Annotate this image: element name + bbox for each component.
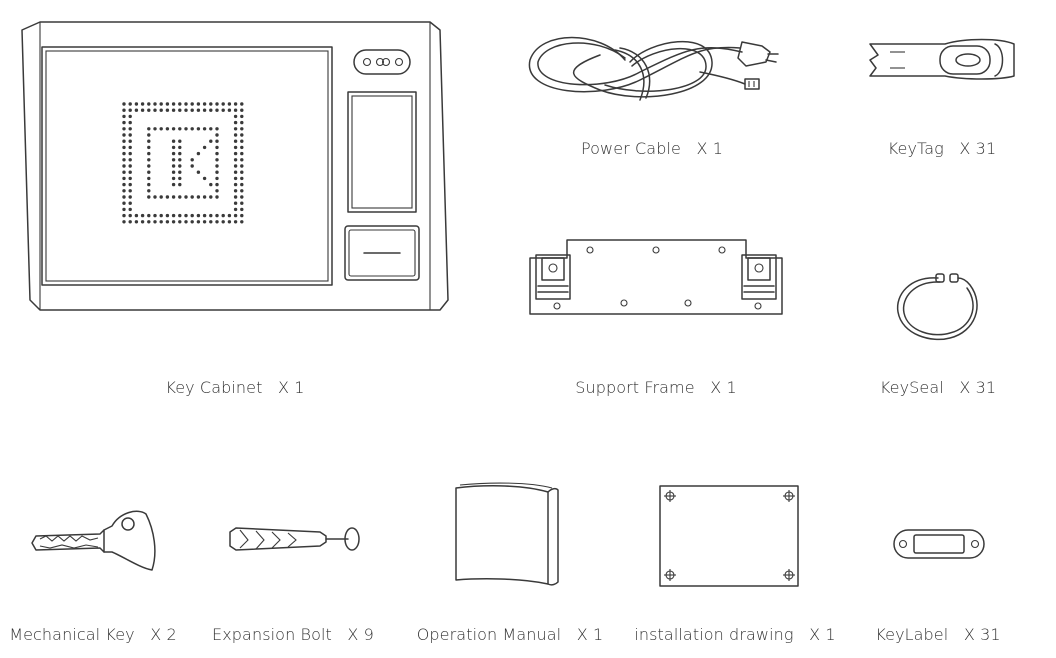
power-cable-label: Power Cable X 1: [580, 139, 724, 158]
keytag-label: KeyTag X 31: [887, 139, 997, 158]
mechanical-key-label: Mechanical Key X 2: [9, 625, 177, 644]
support-frame-label: Support Frame X 1: [575, 378, 737, 397]
installation-drawing-label: installation drawing X 1: [634, 625, 836, 644]
logo-dot-pattern: [122, 102, 244, 224]
operation-manual-label: Operation Manual X 1: [416, 625, 604, 644]
expansion-bolt-label: Expansion Bolt X 9: [212, 625, 374, 644]
key-cabinet-label: Key Cabinet X 1: [165, 378, 305, 397]
keylabel-label: KeyLabel X 31: [875, 625, 1001, 644]
keyseal-label: KeySeal X 31: [879, 378, 997, 397]
